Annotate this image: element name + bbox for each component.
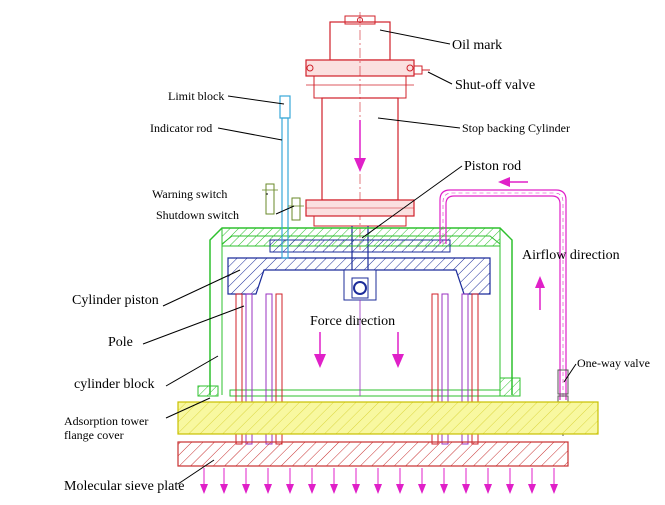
cylinder-block-label: cylinder block — [74, 377, 154, 392]
force-direction-label: Force direction — [310, 314, 395, 329]
sieve-outflow-arrows — [200, 468, 558, 494]
shutdown-switch-label: Shutdown switch — [156, 208, 239, 222]
piston-rod-label: Piston rod — [464, 159, 521, 174]
indicator-assembly — [262, 95, 304, 259]
airflow-pipe — [439, 177, 569, 436]
stop-backing-cylinder-label: Stop backing Cylinder — [462, 121, 570, 135]
oil-mark-label: Oil mark — [452, 38, 502, 53]
leader-lines — [142, 29, 577, 485]
airflow-direction-label: Airflow direction — [522, 248, 620, 263]
cylinder-piston-label: Cylinder piston — [72, 293, 159, 308]
indicator-rod-label: Indicator rod — [150, 121, 212, 135]
cylinder-piston-body — [227, 239, 491, 301]
pole-label: Pole — [108, 335, 133, 350]
limit-block-label: Limit block — [168, 89, 224, 103]
shut-off-valve-label: Shut-off valve — [455, 78, 535, 93]
force-arrows — [314, 332, 404, 368]
adsorption-tower-label-line2: flange cover — [64, 428, 124, 442]
sieve-plate — [177, 441, 569, 467]
one-way-valve-label: One-way valve — [577, 356, 650, 370]
stop-backing-cylinder — [305, 12, 430, 250]
warning-switch-label: Warning switch — [152, 187, 227, 201]
adsorption-tower-label-line1: Adsorption tower — [64, 414, 148, 428]
molecular-sieve-plate-label: Molecular sieve plate — [64, 479, 185, 494]
